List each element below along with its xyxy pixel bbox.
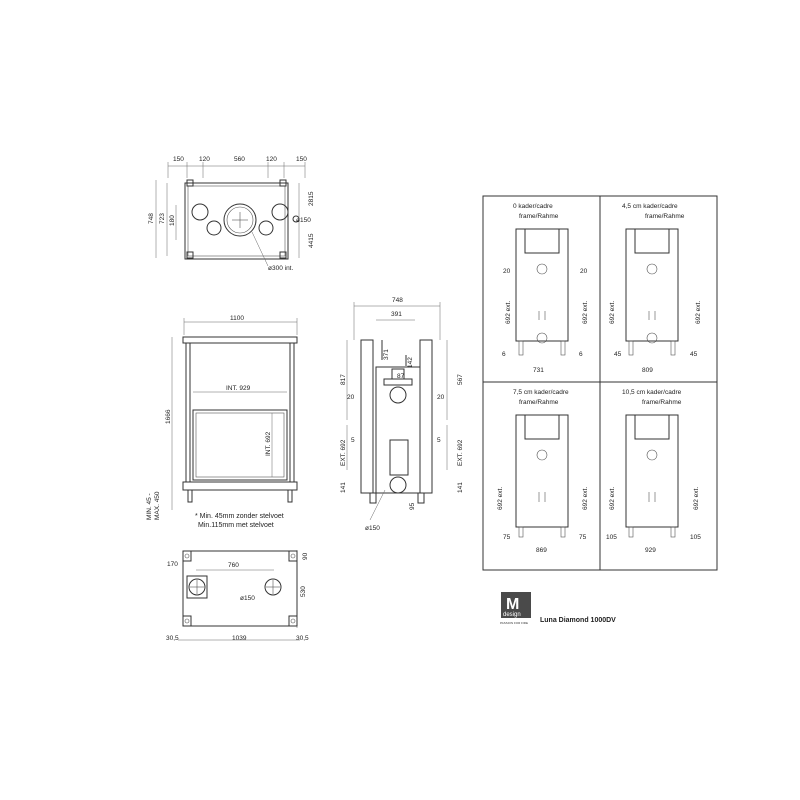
- front-note-2: Min.115mm met stelvoet: [198, 522, 274, 529]
- frame-h-2a: 692 ext.: [497, 487, 504, 510]
- frame-h-2b: 692 ext.: [582, 487, 589, 510]
- brand-logo-sub: PASSION FOR FIRE: [500, 621, 528, 625]
- frame-b-2b: 75: [579, 534, 587, 541]
- frame-b-1a: 45: [614, 351, 622, 358]
- top-dim-150b: 150: [296, 156, 307, 163]
- frame-b-0b: 6: [579, 351, 583, 358]
- front-view: 1100 INT. 929 INT. 692 1666 MIN. 45 - MA…: [146, 315, 298, 529]
- frame-w-0: 731: [533, 367, 544, 374]
- side-dim-20b: 20: [437, 394, 445, 401]
- side-dim-817: 817: [340, 374, 347, 385]
- frame-b-0a: 6: [502, 351, 506, 358]
- frame-h-0a: 692 ext.: [505, 301, 512, 324]
- side-dim-20a: 20: [347, 394, 355, 401]
- frame-title-1b: frame/Rahme: [645, 213, 685, 220]
- frame-w-3: 929: [645, 547, 656, 554]
- side-dim-567: 567: [457, 374, 464, 385]
- top-dia-150: ø150: [296, 217, 311, 224]
- frame-b-3a: 105: [606, 534, 617, 541]
- frame-panel-2: 7,5 cm kader/cadre frame/Rahme 692 ext. …: [497, 389, 589, 554]
- side-dim-748: 748: [392, 297, 403, 304]
- frame-panel-1: 4,5 cm kader/cadre frame/Rahme 692 ext. …: [609, 203, 702, 374]
- top-view: 150 120 560 120 150 748 723 180 2815 441…: [148, 156, 315, 272]
- side-dim-5a: 5: [351, 437, 355, 444]
- side-dim-391: 391: [391, 311, 402, 318]
- frame-title-1a: 4,5 cm kader/cadre: [622, 203, 678, 210]
- frame-side-0a: 20: [503, 268, 511, 275]
- side-dim-87: 87: [397, 373, 405, 380]
- front-dim-1666: 1666: [165, 409, 172, 424]
- bottom-view: 170 760 90 530 ø150 30,5 1039 30,5: [166, 550, 309, 642]
- bot-dia-150: ø150: [240, 595, 255, 602]
- side-dim-141b: 141: [457, 482, 464, 493]
- side-dim-5b: 5: [437, 437, 441, 444]
- side-ext-left: EXT. 692: [340, 439, 347, 466]
- frame-panel-0: 0 kader/cadre frame/Rahme 20 20 692 ext.…: [502, 203, 589, 374]
- top-dia-300: ø300 int.: [268, 265, 293, 272]
- product-name: Luna Diamond 1000DV: [540, 617, 616, 624]
- bot-dim-1039: 1039: [232, 635, 247, 642]
- side-dia-150: ø150: [365, 525, 380, 532]
- front-note-1: * Min. 45mm zonder stelvoet: [195, 513, 284, 520]
- frame-w-1: 809: [642, 367, 653, 374]
- top-dim-180: 180: [169, 215, 176, 226]
- frame-h-1a: 692 ext.: [609, 301, 616, 324]
- frame-title-3a: 10,5 cm kader/cadre: [622, 389, 682, 396]
- brand-logo-letter: M: [506, 596, 519, 613]
- top-dim-748: 748: [148, 213, 155, 224]
- bot-dim-305a: 30,5: [166, 635, 179, 642]
- bot-dim-305b: 30,5: [296, 635, 309, 642]
- brand-logo: [501, 592, 531, 618]
- frame-title-3b: frame/Rahme: [642, 399, 682, 406]
- bot-dim-90: 90: [302, 552, 309, 560]
- side-ext-right: EXT. 692: [457, 439, 464, 466]
- frame-h-3b: 692 ext.: [693, 487, 700, 510]
- frame-title-0a: 0 kader/cadre: [513, 203, 553, 210]
- frame-panel-3: 10,5 cm kader/cadre frame/Rahme 692 ext.…: [606, 389, 701, 554]
- front-int-692: INT. 692: [265, 431, 272, 456]
- bot-dim-760: 760: [228, 562, 239, 569]
- front-int-929: INT. 929: [226, 385, 251, 392]
- frame-side-0b: 20: [580, 268, 588, 275]
- top-dim-2815: 2815: [308, 191, 315, 206]
- bot-dim-530: 530: [300, 586, 307, 597]
- top-dim-150a: 150: [173, 156, 184, 163]
- frame-title-2b: frame/Rahme: [519, 399, 559, 406]
- top-dim-723: 723: [159, 213, 166, 224]
- front-foot-min: MIN. 45 -: [146, 493, 153, 520]
- frame-h-3a: 692 ext.: [609, 487, 616, 510]
- side-dim-371: 371: [383, 349, 390, 360]
- bot-dim-170: 170: [167, 561, 178, 568]
- top-dim-120a: 120: [199, 156, 210, 163]
- front-foot-max: MAX. 450: [154, 491, 161, 520]
- frame-b-3b: 105: [690, 534, 701, 541]
- frame-b-2a: 75: [503, 534, 511, 541]
- top-dim-120b: 120: [266, 156, 277, 163]
- top-dim-560: 560: [234, 156, 245, 163]
- frame-panels: 0 kader/cadre frame/Rahme 20 20 692 ext.…: [482, 195, 718, 571]
- frame-title-2a: 7,5 cm kader/cadre: [513, 389, 569, 396]
- frame-h-0b: 692 ext.: [582, 301, 589, 324]
- top-dim-4415: 4415: [308, 233, 315, 248]
- side-view: 748 391 371 142 87 817 567 20 20 5 5 EXT…: [340, 297, 464, 532]
- brand-block: M design PASSION FOR FIRE Luna Diamond 1…: [500, 592, 616, 625]
- side-dim-95: 95: [409, 502, 416, 510]
- brand-logo-word: design: [503, 612, 521, 618]
- side-dim-141a: 141: [340, 482, 347, 493]
- frame-title-0b: frame/Rahme: [519, 213, 559, 220]
- side-dim-142: 142: [407, 357, 414, 368]
- front-dim-1100: 1100: [230, 315, 244, 322]
- frame-b-1b: 45: [690, 351, 698, 358]
- frame-h-1b: 692 ext.: [695, 301, 702, 324]
- frame-w-2: 869: [536, 547, 547, 554]
